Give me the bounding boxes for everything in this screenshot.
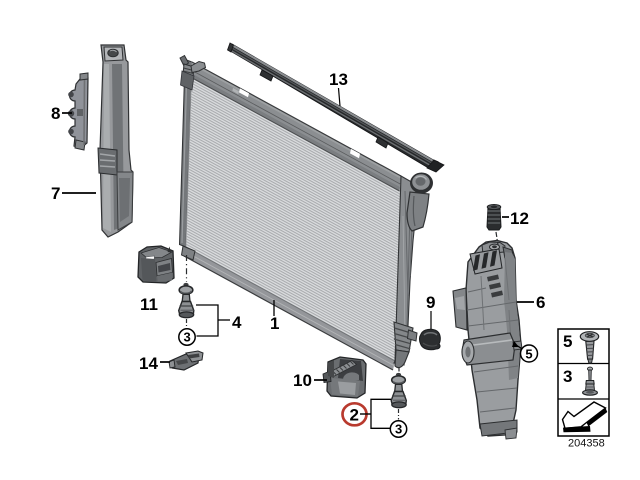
svg-text:2: 2 [350,406,359,425]
svg-text:10: 10 [293,371,312,390]
svg-text:7: 7 [51,184,60,203]
svg-text:9: 9 [426,293,435,312]
svg-text:5: 5 [525,346,532,361]
svg-text:11: 11 [140,295,158,314]
svg-text:3: 3 [184,330,191,345]
svg-text:14: 14 [139,354,158,373]
svg-text:12: 12 [510,209,529,228]
svg-text:8: 8 [51,104,60,123]
svg-text:3: 3 [563,367,572,386]
svg-text:204358: 204358 [568,438,605,450]
svg-text:1: 1 [270,314,279,333]
svg-text:6: 6 [536,293,545,312]
svg-text:5: 5 [563,332,572,351]
svg-text:4: 4 [232,313,242,332]
svg-text:3: 3 [395,422,402,437]
svg-text:13: 13 [329,70,348,89]
